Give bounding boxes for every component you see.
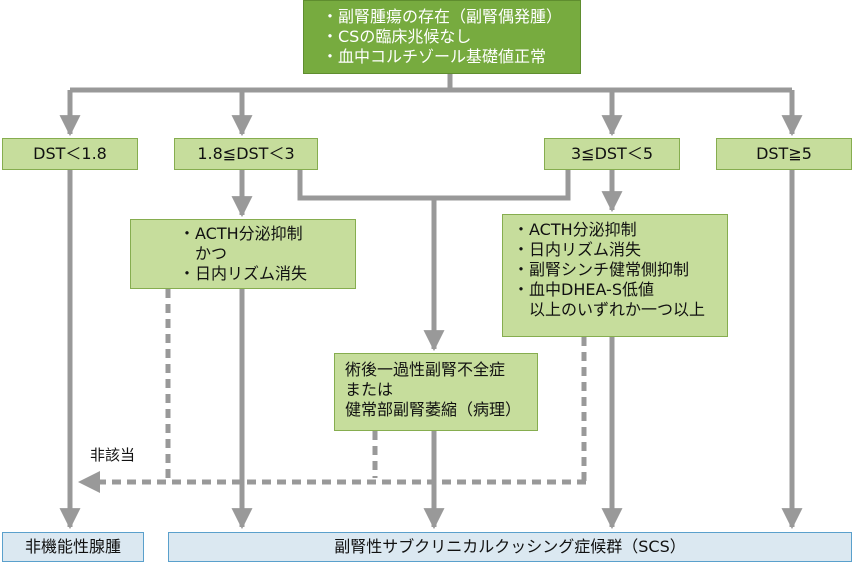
criteria-right-line-4: ・血中DHEA-S低値	[513, 280, 654, 299]
category-dst-3-to-5-label: 3≦DST＜5	[570, 144, 654, 163]
outcome-scs-label: 副腎性サブクリニカルクッシング症候群（SCS）	[334, 537, 686, 556]
category-dst-lt-1-8: DST＜1.8	[2, 138, 138, 170]
category-dst-3-to-5: 3≦DST＜5	[544, 138, 680, 170]
criteria-right-line-1: ・ACTH分泌抑制	[513, 220, 637, 239]
criteria-middle-line-1: 術後一過性副腎不全症	[345, 360, 506, 379]
top-condition-box: ・副腎腫瘍の存在（副腎偶発腫） ・CSの臨床兆候なし ・血中コルチゾール基礎値正…	[303, 0, 581, 74]
criteria-right-line-3: ・副腎シンチ健常側抑制	[513, 260, 690, 279]
category-dst-lt-1-8-label: DST＜1.8	[33, 144, 107, 163]
criteria-middle-line-3: 健常部副腎萎縮（病理）	[345, 400, 522, 419]
outcome-nonfunctioning-label: 非機能性腺腫	[24, 537, 121, 556]
top-line-1: ・副腎腫瘍の存在（副腎偶発腫）	[321, 7, 562, 26]
outcome-nonfunctioning-adenoma: 非機能性腺腫	[2, 532, 144, 562]
merge-to-middle	[297, 170, 571, 201]
criteria-left-line-3: ・日内リズム消失	[178, 264, 307, 283]
dashed-return-arrowhead	[78, 471, 100, 493]
top-line-2: ・CSの臨床兆候なし	[321, 27, 472, 46]
category-dst-1-8-to-3: 1.8≦DST＜3	[174, 138, 318, 170]
outcome-subclinical-cushing: 副腎性サブクリニカルクッシング症候群（SCS）	[168, 532, 852, 562]
criteria-middle-box: 術後一過性副腎不全症 または 健常部副腎萎縮（病理）	[334, 353, 538, 431]
criteria-left-line-2: かつ	[178, 244, 227, 263]
criteria-right-line-2: ・日内リズム消失	[513, 240, 642, 259]
not-applicable-label: 非該当	[90, 446, 136, 464]
criteria-right-line-5: 以上のいずれか一つ以上	[513, 300, 706, 319]
criteria-middle-line-2: または	[345, 380, 394, 399]
category-dst-1-8-to-3-label: 1.8≦DST＜3	[197, 144, 295, 163]
criteria-left-box: ・ACTH分泌抑制 かつ ・日内リズム消失	[130, 219, 356, 289]
criteria-left-line-1: ・ACTH分泌抑制	[178, 224, 303, 243]
top-line-3: ・血中コルチゾール基礎値正常	[321, 47, 546, 66]
criteria-right-box: ・ACTH分泌抑制 ・日内リズム消失 ・副腎シンチ健常側抑制 ・血中DHEA-S…	[502, 214, 728, 337]
category-dst-ge-5: DST≧5	[716, 138, 852, 170]
category-dst-ge-5-label: DST≧5	[756, 144, 812, 163]
